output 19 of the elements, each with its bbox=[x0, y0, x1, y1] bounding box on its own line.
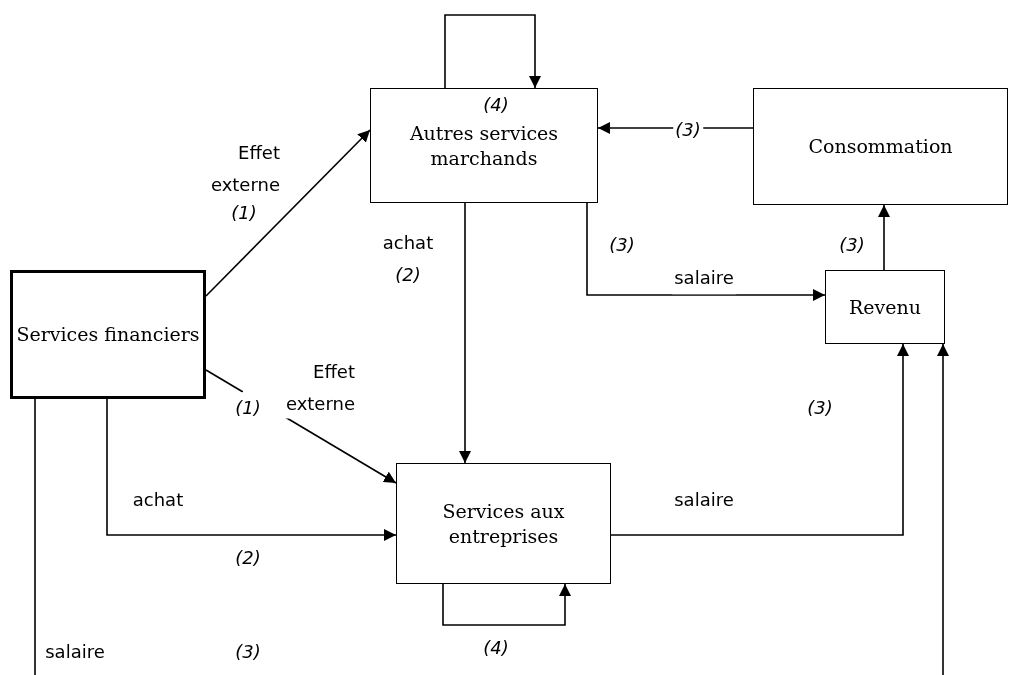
arrow bbox=[106, 398, 397, 541]
box-label: Revenu bbox=[849, 294, 921, 320]
process-box bbox=[10, 270, 206, 399]
box-label: Autres services marchands bbox=[408, 120, 560, 171]
process-box bbox=[753, 88, 1008, 205]
process-box bbox=[370, 88, 598, 203]
arrow bbox=[205, 129, 371, 297]
arrow bbox=[937, 343, 949, 675]
box-label: Services aux entreprises bbox=[441, 498, 566, 549]
process-box bbox=[396, 463, 611, 584]
arrow bbox=[878, 204, 890, 271]
box-label: Services financiers bbox=[16, 322, 200, 347]
process-box bbox=[825, 270, 945, 344]
arrow bbox=[442, 583, 571, 626]
arrow bbox=[610, 343, 909, 536]
box-label: Consommation bbox=[808, 134, 953, 159]
arrow bbox=[444, 14, 541, 89]
arrow bbox=[586, 202, 826, 301]
arrow bbox=[459, 202, 471, 464]
